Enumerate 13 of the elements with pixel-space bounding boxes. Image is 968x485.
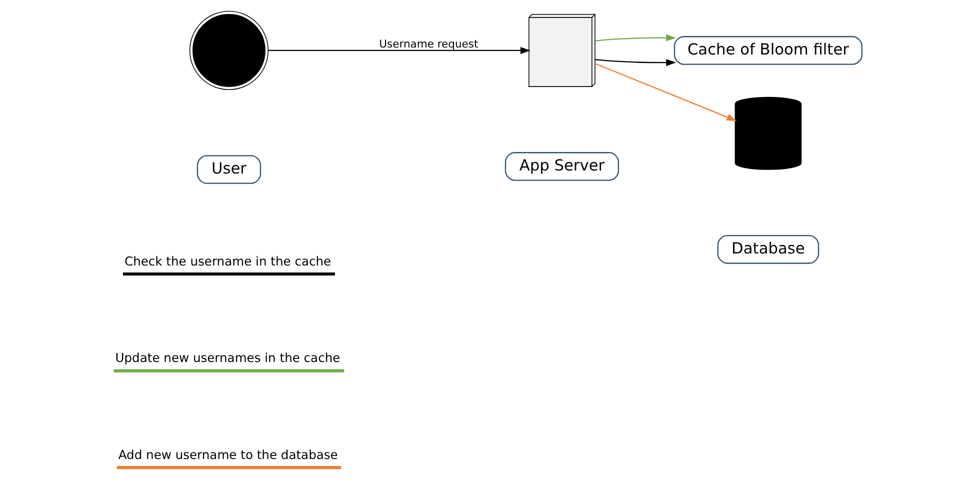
arrow bbox=[268, 46, 530, 54]
node-person bbox=[189, 10, 269, 90]
arrow bbox=[595, 59, 676, 66]
legend-label: Check the username in the cache bbox=[124, 254, 332, 268]
edge-label: Username request bbox=[379, 38, 478, 51]
node-box: App Server bbox=[504, 152, 619, 181]
arrow bbox=[594, 63, 737, 121]
legend-label: Update new usernames in the cache bbox=[115, 351, 340, 366]
arrow bbox=[595, 34, 676, 42]
node-box: User bbox=[196, 155, 262, 184]
node-box: Database bbox=[717, 235, 820, 264]
legend-label: Add new username to the database bbox=[118, 448, 338, 462]
node-box: Cache of Bloom filter bbox=[674, 36, 862, 65]
